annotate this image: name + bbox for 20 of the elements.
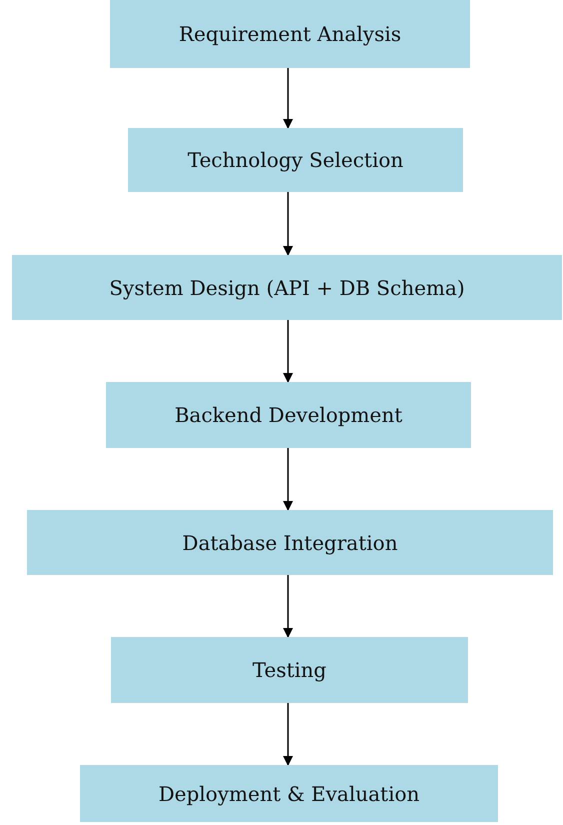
step-label: Backend Development — [174, 403, 402, 427]
process-box — [111, 637, 468, 703]
arrow — [283, 575, 293, 638]
process-box — [110, 0, 470, 68]
step-label: Testing — [252, 658, 326, 682]
process-box — [12, 255, 562, 320]
step-label: Technology Selection — [188, 148, 404, 172]
step-label: Deployment & Evaluation — [158, 782, 420, 806]
arrow — [283, 320, 293, 383]
process-box — [27, 510, 553, 575]
arrow — [283, 448, 293, 511]
arrow — [283, 192, 293, 256]
step-label: Requirement Analysis — [178, 22, 402, 46]
step-label: System Design (API + DB Schema) — [109, 276, 465, 300]
process-box — [106, 382, 471, 448]
arrow — [283, 703, 293, 766]
process-box — [80, 765, 498, 822]
arrow — [283, 68, 293, 129]
step-label: Database Integration — [182, 530, 398, 554]
process-box — [128, 128, 463, 192]
